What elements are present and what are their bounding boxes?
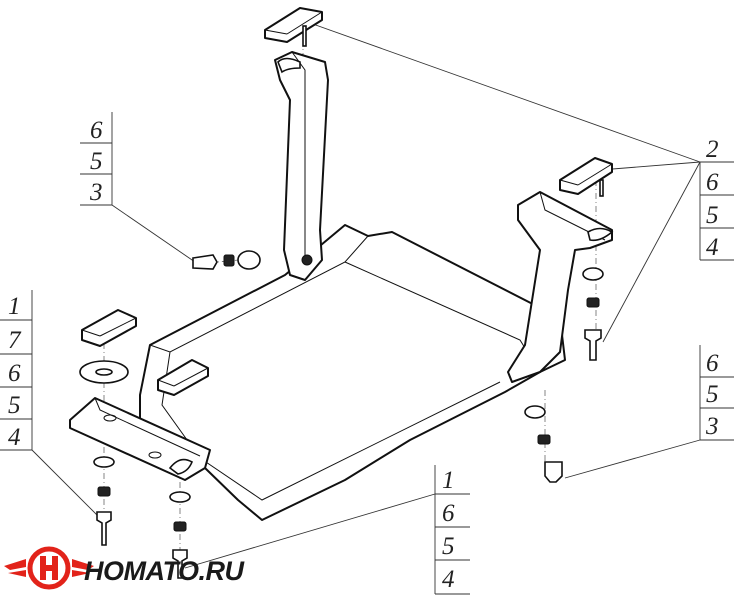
callout-label: 6 bbox=[8, 360, 21, 387]
callout-label: 6 bbox=[706, 169, 719, 196]
callout-label: 4 bbox=[706, 234, 719, 261]
callout-left: 1 7 6 5 4 bbox=[0, 290, 33, 451]
homato-logo: HOMATO.RU bbox=[4, 546, 246, 590]
front-left-bracket bbox=[69, 397, 211, 481]
callout-bottom: 1 6 5 4 bbox=[434, 465, 470, 595]
callout-label: 7 bbox=[8, 327, 22, 354]
callout-right: 6 5 3 bbox=[699, 345, 734, 441]
callout-label: 2 bbox=[706, 136, 719, 163]
callout-label: 6 bbox=[706, 350, 719, 377]
callout-label: 3 bbox=[705, 413, 719, 440]
shim-plates bbox=[81, 7, 613, 396]
logo-wing bbox=[4, 559, 26, 577]
callout-label: 6 bbox=[90, 117, 103, 144]
callout-label: 1 bbox=[8, 293, 21, 320]
callout-top-left: 6 5 3 bbox=[80, 112, 113, 206]
callout-label: 3 bbox=[89, 179, 103, 206]
callout-label: 5 bbox=[706, 202, 719, 229]
callout-top-right: 2 6 5 4 bbox=[699, 136, 734, 261]
hardware bbox=[79, 250, 604, 579]
logo-ring-icon bbox=[27, 546, 71, 590]
logo-h-icon bbox=[40, 556, 58, 580]
callout-label: 5 bbox=[706, 381, 719, 408]
callout-label: 4 bbox=[442, 566, 455, 593]
callout-label: 5 bbox=[442, 533, 455, 560]
logo-wing bbox=[72, 559, 94, 577]
callout-label: 5 bbox=[90, 148, 103, 175]
right-bracket bbox=[507, 191, 614, 383]
callout-label: 6 bbox=[442, 500, 455, 527]
callout-label: 4 bbox=[8, 424, 21, 451]
tall-bracket bbox=[274, 51, 329, 281]
logo-text: HOMATO.RU bbox=[84, 556, 245, 586]
callout-label: 5 bbox=[8, 392, 21, 419]
leader-lines bbox=[31, 17, 701, 569]
callout-label: 1 bbox=[442, 467, 455, 494]
